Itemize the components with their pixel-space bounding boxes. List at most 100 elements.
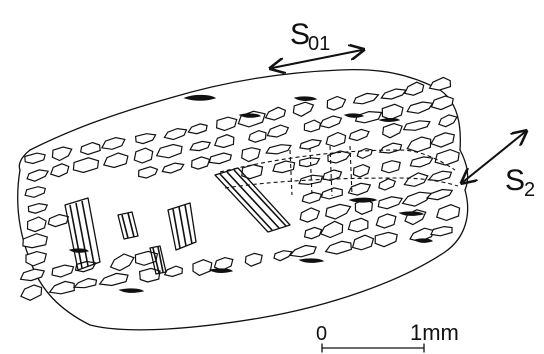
grain-cell — [429, 171, 452, 181]
grain-cell — [435, 150, 459, 166]
grain-cell — [28, 204, 47, 214]
grain-cell — [379, 179, 395, 190]
grain-cell — [430, 77, 451, 90]
grain-cell — [410, 157, 432, 167]
grain-cell — [242, 148, 260, 162]
grain-cell — [304, 120, 320, 132]
grain-cell — [249, 131, 266, 143]
grain-cell — [403, 192, 432, 206]
grain-cell — [26, 252, 46, 266]
grain-cell — [383, 124, 402, 138]
grain-cell — [326, 204, 351, 219]
grain-cell — [245, 253, 262, 266]
grain-cell — [136, 134, 156, 144]
s2-subscript: 2 — [524, 179, 535, 201]
grain-cell — [439, 115, 457, 127]
grain-cell — [27, 170, 48, 181]
s2-letter: S — [505, 164, 525, 197]
grain-cell — [326, 133, 345, 147]
grain-cell — [209, 153, 231, 164]
grain-cell — [380, 143, 402, 153]
grain-cell — [25, 153, 45, 163]
grain-cell — [165, 266, 183, 276]
grain-cell — [375, 232, 397, 246]
grain-cell — [300, 208, 319, 222]
scale-zero: 0 — [316, 323, 327, 345]
grain-cell — [267, 125, 288, 137]
grain-cell — [320, 116, 341, 128]
grain-cell — [74, 279, 96, 288]
crystal-a — [65, 198, 100, 270]
grain-cell — [348, 218, 368, 232]
grain-cell — [111, 254, 134, 271]
scale-bar: 0 1mm — [316, 320, 459, 352]
grain-cell — [100, 273, 128, 285]
grain-cell — [162, 163, 183, 173]
grain-cell — [21, 285, 42, 300]
grain-cell — [437, 205, 460, 221]
crystal-e — [118, 212, 138, 239]
grain-cell — [407, 102, 432, 113]
grain-cell — [157, 145, 182, 158]
grain-cell — [134, 148, 152, 163]
grain-cell — [217, 117, 237, 130]
grain-cell — [164, 129, 186, 140]
grain-cell — [354, 165, 370, 178]
grain-cell — [349, 129, 369, 140]
s01-label: S 01 — [290, 18, 330, 55]
grain-cell — [266, 145, 291, 154]
scale-one-mm: 1mm — [410, 320, 459, 345]
grain-cell — [50, 281, 75, 293]
grain-cell — [431, 227, 452, 236]
grain-cell — [357, 149, 372, 159]
grain-cell — [73, 158, 98, 173]
grain-cell — [302, 192, 321, 203]
s01-subscript: 01 — [308, 33, 330, 55]
grain-cell — [382, 104, 403, 119]
grain-cell — [327, 97, 345, 111]
grain-cell — [326, 241, 352, 254]
grain-cell — [432, 96, 454, 110]
grain-cell — [305, 227, 322, 238]
grain-cell — [378, 197, 402, 209]
grain-cell — [381, 89, 406, 99]
grain-cell — [404, 121, 430, 131]
grain-cell — [21, 269, 45, 281]
grain-cell — [300, 140, 321, 150]
grain-cell — [353, 235, 374, 250]
grain-cell — [140, 268, 160, 282]
grain-cell — [215, 135, 234, 148]
grain-cell — [266, 107, 286, 120]
grain-cell — [192, 157, 210, 169]
grain-cell — [52, 265, 74, 277]
grain-cell — [81, 143, 101, 155]
grain-cell — [290, 246, 316, 257]
grain-cell — [28, 217, 47, 232]
grain-cell — [405, 82, 424, 95]
crystal-b — [168, 203, 196, 250]
grain-cell — [190, 141, 210, 150]
grain-cell — [193, 260, 212, 276]
grain-cell — [407, 137, 430, 152]
grain-cell — [25, 187, 45, 198]
grain-cell — [52, 147, 71, 161]
grain-cell — [23, 234, 47, 248]
grain-cell — [293, 102, 313, 116]
grain-cell — [321, 221, 343, 237]
grain-cell — [431, 133, 454, 147]
grain-cell — [354, 93, 379, 103]
grain-cell — [104, 153, 128, 168]
grain-cell — [188, 124, 207, 134]
grain-cell — [48, 215, 68, 227]
grain-cell — [139, 167, 158, 178]
grain-cell — [51, 164, 69, 177]
s01-letter: S — [290, 18, 310, 51]
grain-cell — [102, 138, 125, 150]
grain-cell — [242, 165, 263, 179]
grain-cell — [300, 158, 320, 167]
grain-cell — [382, 161, 401, 173]
s2-label: S 2 — [505, 164, 535, 201]
grain-cell — [427, 190, 452, 200]
grain-cell — [376, 214, 396, 228]
